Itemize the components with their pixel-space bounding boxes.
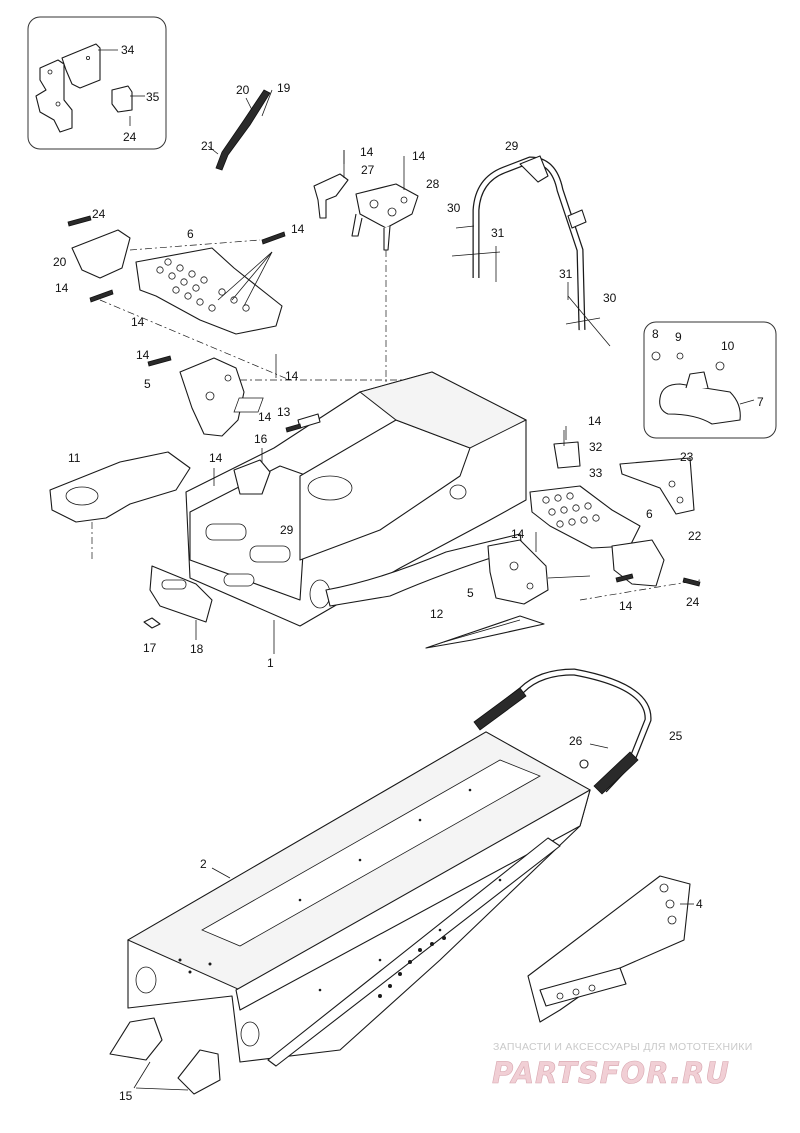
plates-15 bbox=[109, 1017, 221, 1095]
callout-31: 31 bbox=[491, 226, 505, 240]
bracket-27-plate-28 bbox=[313, 150, 419, 440]
callout-20: 20 bbox=[53, 255, 67, 269]
callout-14: 14 bbox=[136, 348, 150, 362]
callout-17: 17 bbox=[143, 641, 157, 655]
bracket-4 bbox=[527, 875, 694, 1023]
callout-35: 35 bbox=[146, 90, 160, 104]
callout-14: 14 bbox=[55, 281, 69, 295]
callout-30: 30 bbox=[447, 201, 461, 215]
callout-30: 30 bbox=[603, 291, 617, 305]
hoop-29 bbox=[451, 155, 611, 347]
callout-6: 6 bbox=[187, 227, 194, 241]
callout-14: 14 bbox=[588, 414, 602, 428]
cover-11 bbox=[49, 451, 191, 560]
tunnel-2 bbox=[126, 731, 592, 1067]
watermark-brand: PARTSFOR.RU bbox=[492, 1056, 730, 1090]
callout-31: 31 bbox=[559, 267, 573, 281]
fasteners bbox=[67, 150, 701, 587]
callout-5: 5 bbox=[144, 377, 151, 391]
callout-15: 15 bbox=[119, 1089, 133, 1103]
main-frame-1 bbox=[185, 371, 528, 654]
callout-33: 33 bbox=[589, 466, 603, 480]
callout-1: 1 bbox=[267, 656, 274, 670]
callout-14: 14 bbox=[511, 527, 525, 541]
callout-23: 23 bbox=[680, 450, 694, 464]
callout-7: 7 bbox=[757, 395, 764, 409]
callout-20: 20 bbox=[236, 83, 250, 97]
callout-32: 32 bbox=[589, 440, 603, 454]
inset-handle-7 bbox=[643, 321, 777, 439]
callout-28: 28 bbox=[426, 177, 440, 191]
callout-10: 10 bbox=[721, 339, 735, 353]
callout-29: 29 bbox=[505, 139, 519, 153]
callout-11: 11 bbox=[68, 451, 81, 465]
callout-25: 25 bbox=[669, 729, 683, 743]
callout-2: 2 bbox=[200, 857, 207, 871]
watermark: ЗАПЧАСТИ И АКСЕССУАРЫ ДЛЯ МОТОТЕХНИКИ PA… bbox=[492, 1041, 753, 1090]
callout-14: 14 bbox=[291, 222, 305, 236]
callout-9: 9 bbox=[675, 330, 682, 344]
callout-34: 34 bbox=[121, 43, 135, 57]
left-bracket-5 bbox=[179, 357, 420, 437]
callout-29: 29 bbox=[280, 523, 294, 537]
callout-14: 14 bbox=[412, 149, 426, 163]
callout-14: 14 bbox=[285, 369, 299, 383]
plate-12 bbox=[425, 615, 545, 649]
watermark-subtitle: ЗАПЧАСТИ И АКСЕССУАРЫ ДЛЯ МОТОТЕХНИКИ bbox=[493, 1041, 753, 1053]
right-bracket-5 bbox=[487, 539, 591, 605]
callout-27: 27 bbox=[361, 163, 375, 177]
callout-5: 5 bbox=[467, 586, 474, 600]
callout-14: 14 bbox=[619, 599, 633, 613]
callout-14: 14 bbox=[131, 315, 145, 329]
grab-handle-25 bbox=[473, 668, 652, 795]
trim-strip bbox=[207, 89, 273, 171]
callout-18: 18 bbox=[190, 642, 204, 656]
callout-24: 24 bbox=[92, 207, 106, 221]
inset-brackets-34-35 bbox=[27, 16, 167, 150]
callout-22: 22 bbox=[688, 529, 702, 543]
callout-13: 13 bbox=[277, 405, 291, 419]
callout-12: 12 bbox=[430, 607, 444, 621]
bracket-18 bbox=[143, 565, 213, 640]
callout-26: 26 bbox=[569, 734, 583, 748]
callout-21: 21 bbox=[201, 139, 215, 153]
callout-8: 8 bbox=[652, 327, 659, 341]
callout-4: 4 bbox=[696, 897, 703, 911]
callout-14: 14 bbox=[258, 410, 272, 424]
left-footrest-6 bbox=[71, 229, 291, 381]
callout-24: 24 bbox=[123, 130, 137, 144]
right-footrest-6 bbox=[529, 485, 701, 601]
callout-16: 16 bbox=[254, 432, 268, 446]
bracket-32-33-23 bbox=[553, 430, 695, 515]
callout-6: 6 bbox=[646, 507, 653, 521]
callout-14: 14 bbox=[209, 451, 223, 465]
callout-24: 24 bbox=[686, 595, 700, 609]
callout-14: 14 bbox=[360, 145, 374, 159]
callout-labels: 34 35 24 20 19 21 14 27 14 28 29 24 6 14… bbox=[53, 43, 764, 1103]
callout-19: 19 bbox=[277, 81, 291, 95]
bracket-16 bbox=[233, 413, 321, 495]
